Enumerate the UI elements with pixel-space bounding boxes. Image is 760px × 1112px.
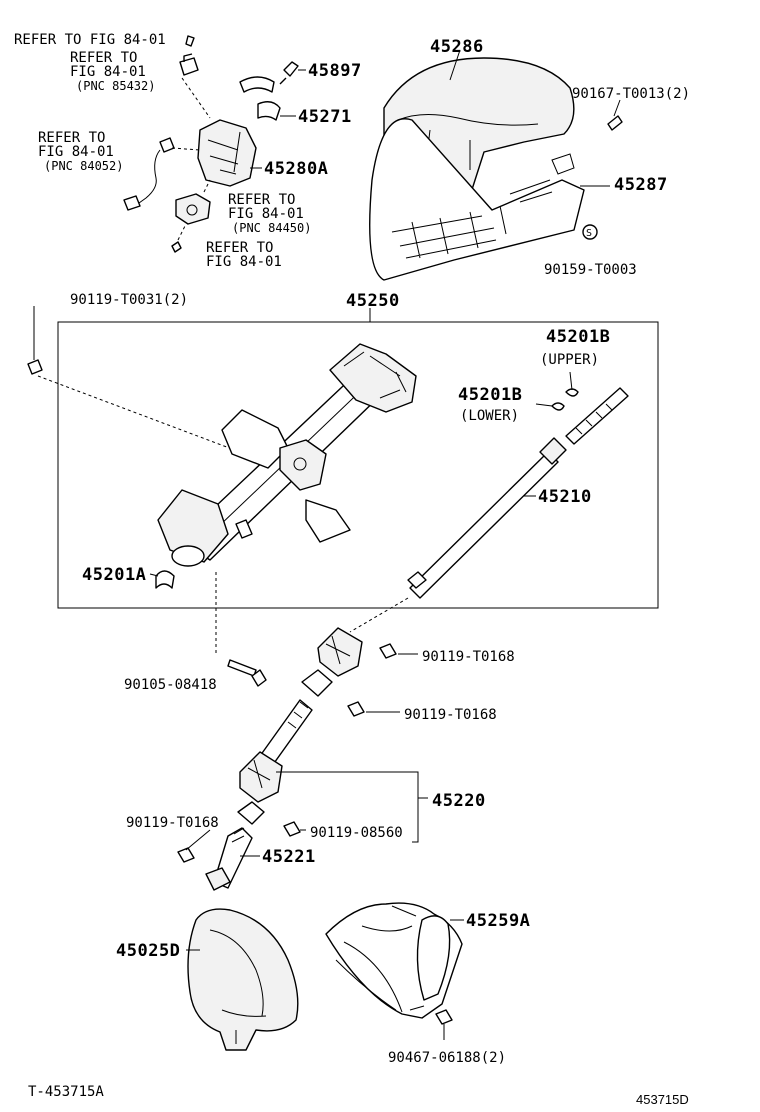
bolt-90119-T0168-c bbox=[177, 847, 195, 863]
label-45201A: 45201A bbox=[82, 565, 146, 585]
ref-d-line1: REFER TO bbox=[206, 240, 273, 256]
bushing-45201A bbox=[155, 570, 175, 589]
ref-84450-line3: (PNC 84450) bbox=[232, 221, 311, 235]
label-45280A: 45280A bbox=[264, 159, 328, 179]
upper-clamp-part bbox=[239, 76, 275, 93]
ref-84052-line1: REFER TO bbox=[38, 130, 105, 146]
part-labels: REFER TO FIG 84-01 REFER TO FIG 84-01 (P… bbox=[14, 32, 690, 1107]
label-90467-06188: 90467-06188(2) bbox=[388, 1050, 506, 1066]
bolt-90467-06188 bbox=[435, 1009, 453, 1025]
label-90119-T0168-a: 90119-T0168 bbox=[422, 649, 515, 665]
ref-85432-line1: REFER TO bbox=[70, 50, 137, 66]
ref-84052-line3: (PNC 84052) bbox=[44, 159, 123, 173]
label-45287: 45287 bbox=[614, 175, 668, 195]
bolt-45897 bbox=[279, 61, 299, 85]
bolt-90119-T0031 bbox=[27, 359, 43, 375]
lower-cover-45287 bbox=[369, 118, 585, 281]
column-assembly-45250 bbox=[27, 306, 659, 609]
footer-left-code: T-453715A bbox=[28, 1084, 104, 1100]
screw-small bbox=[171, 241, 182, 253]
tilt-lever bbox=[305, 499, 351, 543]
clamp-45271 bbox=[257, 101, 281, 121]
tilt-mechanism bbox=[279, 439, 327, 491]
boot-upper-flange bbox=[416, 915, 451, 1001]
boot-area bbox=[186, 902, 464, 1051]
bushing-45201B-lower bbox=[551, 402, 565, 411]
ref-d-line2: FIG 84-01 bbox=[206, 254, 282, 270]
upper-shaft-spline bbox=[565, 387, 629, 445]
leader-lines-top-left bbox=[250, 69, 306, 169]
switch-assembly-area bbox=[123, 35, 299, 253]
bracket-45220 bbox=[276, 771, 419, 843]
harness-connector-a bbox=[159, 137, 175, 153]
bolt-90119-08560 bbox=[283, 821, 301, 837]
switch-body-45280A bbox=[197, 119, 257, 187]
label-90159-T0003: 90159-T0003 bbox=[544, 262, 637, 278]
label-45286: 45286 bbox=[430, 37, 484, 57]
lower-yoke bbox=[237, 801, 265, 825]
main-shaft-45210 bbox=[409, 451, 559, 599]
label-90119-T0168-b: 90119-T0168 bbox=[404, 707, 497, 723]
ref-84052-line2: FIG 84-01 bbox=[38, 144, 114, 160]
label-lower: (LOWER) bbox=[460, 408, 519, 424]
label-45221: 45221 bbox=[262, 847, 316, 867]
lower-column-end bbox=[157, 489, 229, 563]
slip-yoke bbox=[301, 669, 333, 697]
label-90119-T0031: 90119-T0031(2) bbox=[70, 292, 188, 308]
small-bracket bbox=[235, 519, 253, 539]
label-90119-08560: 90119-08560 bbox=[310, 825, 403, 841]
label-45210: 45210 bbox=[538, 487, 592, 507]
label-45259A: 45259A bbox=[466, 911, 530, 931]
group-box-45250 bbox=[57, 308, 659, 609]
ref-85432-line3: (PNC 85432) bbox=[76, 79, 155, 93]
label-90105-08418: 90105-08418 bbox=[124, 677, 217, 693]
label-45220: 45220 bbox=[432, 791, 486, 811]
lower-bushing-seat bbox=[171, 545, 205, 567]
svg-text:S: S bbox=[586, 228, 592, 239]
shaft-end bbox=[407, 571, 427, 589]
label-45271: 45271 bbox=[298, 107, 352, 127]
label-45201B-upper: 45201B bbox=[546, 327, 610, 347]
connector-85432 bbox=[179, 53, 199, 76]
harness-connector-b bbox=[123, 195, 141, 211]
ref-85432-line2: FIG 84-01 bbox=[70, 64, 146, 80]
column-cover-assembly: S bbox=[369, 49, 623, 281]
label-45250: 45250 bbox=[346, 291, 400, 311]
intermediate-shaft-45220 bbox=[259, 699, 313, 767]
bolt-90119-T0168-a bbox=[379, 643, 397, 659]
clip-90159 bbox=[582, 224, 598, 240]
pin-part bbox=[185, 35, 195, 47]
hole-cover-45025D bbox=[187, 908, 299, 1051]
bolt-90105-08418 bbox=[227, 659, 257, 677]
intermediate-shaft-area bbox=[177, 572, 428, 891]
yoke-end bbox=[205, 867, 231, 891]
upper-universal-joint bbox=[317, 627, 363, 677]
lower-universal-joint bbox=[239, 751, 283, 803]
label-90119-T0168-c: 90119-T0168 bbox=[126, 815, 219, 831]
bushing-45201B-upper bbox=[565, 388, 579, 397]
shaft-collar bbox=[539, 437, 567, 465]
ref-84450-line1: REFER TO bbox=[228, 192, 295, 208]
bolt-90119-T0168-b bbox=[347, 701, 365, 717]
ref-top-label: REFER TO FIG 84-01 bbox=[14, 32, 166, 48]
switch-84450 bbox=[175, 193, 211, 225]
label-upper: (UPPER) bbox=[540, 352, 599, 368]
footer-right-code: 453715D bbox=[636, 1092, 689, 1107]
label-45201B-lower: 45201B bbox=[458, 385, 522, 405]
wire-harness-84052 bbox=[131, 149, 161, 209]
screw-90167 bbox=[607, 115, 623, 131]
ref-84450-line2: FIG 84-01 bbox=[228, 206, 304, 222]
label-45025D: 45025D bbox=[116, 941, 180, 961]
label-45897: 45897 bbox=[308, 61, 362, 81]
label-90167-T0013: 90167-T0013(2) bbox=[572, 86, 690, 102]
